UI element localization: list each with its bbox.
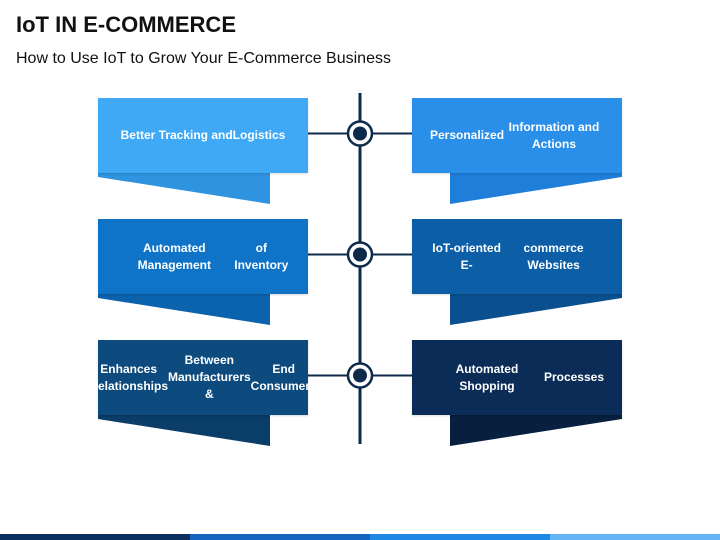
- card-text-line: Information and Actions: [508, 119, 600, 151]
- footer-bar: [0, 534, 720, 540]
- footer-segment: [0, 534, 190, 540]
- card-text-line: Automated Shopping: [455, 361, 519, 393]
- page-title: IoT IN E-COMMERCE: [16, 12, 236, 37]
- card-text-line: Between Manufacturers &: [167, 353, 251, 401]
- ribbon-tail: [98, 294, 270, 325]
- card-right-2: IoT-oriented E-commerce Websites: [412, 219, 622, 294]
- footer-segment: [190, 534, 370, 540]
- footer-segment: [550, 534, 720, 540]
- card-text-line: Logistics: [232, 128, 286, 142]
- card-text-line: Processes: [543, 370, 604, 384]
- footer-segment: [370, 534, 550, 540]
- ribbon-tail: [98, 173, 270, 204]
- card-text-line: Better Tracking and: [120, 128, 233, 142]
- card-left-2: Automated Management of Inventory: [98, 219, 308, 294]
- timeline-node-icon: [346, 120, 374, 147]
- card-text-line: Automated Management: [137, 240, 211, 272]
- timeline-node-icon: [346, 362, 374, 389]
- card-text-line: commerce Websites: [523, 240, 584, 272]
- card-text-line: of Inventory: [234, 240, 289, 272]
- ribbon-tail: [450, 415, 622, 446]
- page-subtitle: How to Use IoT to Grow Your E-Commerce B…: [16, 50, 391, 67]
- card-text-line: Personalized: [430, 128, 505, 142]
- ribbon-tail: [98, 415, 270, 446]
- card-text-line: Enhances Relationships: [89, 361, 168, 393]
- ribbon-tail: [450, 294, 622, 325]
- card-text-line: IoT-oriented E-: [432, 240, 501, 272]
- ribbon-tail: [450, 173, 622, 204]
- timeline-node-icon: [346, 241, 374, 268]
- card-right-3: Automated Shopping Processes: [412, 340, 622, 415]
- card-text-line: End Consumers: [250, 361, 317, 393]
